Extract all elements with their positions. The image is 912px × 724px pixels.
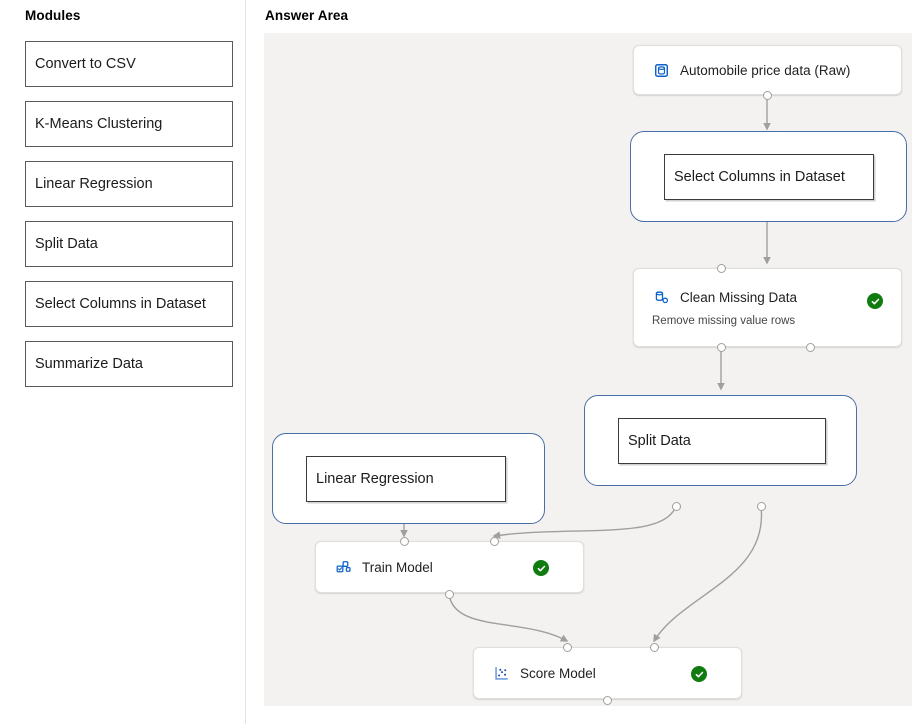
port-clean-missing-data-output-left[interactable] — [717, 343, 726, 352]
module-item-label: K-Means Clustering — [35, 116, 163, 132]
node-score-model[interactable]: Score Model — [473, 647, 742, 699]
node-title: Clean Missing Data — [680, 290, 798, 305]
modules-panel-title: Modules — [25, 8, 81, 23]
node-title: Score Model — [520, 666, 596, 681]
modules-list: Convert to CSV K-Means Clustering Linear… — [25, 41, 233, 401]
answer-area-title: Answer Area — [265, 8, 349, 23]
panel-divider — [245, 0, 246, 724]
node-clean-missing-data[interactable]: Clean Missing Data Remove missing value … — [633, 268, 902, 347]
check-circle-icon — [871, 298, 879, 304]
node-content: Score Model — [474, 648, 741, 698]
clean-data-icon — [652, 288, 670, 306]
module-item-convert-to-csv[interactable]: Convert to CSV — [25, 41, 233, 87]
dropzone-select-columns-in-dataset[interactable]: Select Columns in Dataset — [630, 131, 907, 222]
node-train-model[interactable]: Train Model — [315, 541, 584, 593]
dropzone-module-chip[interactable]: Split Data — [618, 418, 826, 464]
dropzone-split-data[interactable]: Split Data — [584, 395, 857, 486]
module-item-select-columns-in-dataset[interactable]: Select Columns in Dataset — [25, 281, 233, 327]
status-badge — [867, 293, 883, 309]
score-model-icon — [492, 664, 510, 682]
answer-area-canvas[interactable]: Automobile price data (Raw) Select Colum… — [264, 33, 912, 706]
node-content: Clean Missing Data Remove missing value … — [634, 269, 901, 346]
check-circle-icon — [695, 671, 703, 677]
port-clean-missing-data-output-right[interactable] — [806, 343, 815, 352]
module-item-label: Summarize Data — [35, 356, 143, 372]
status-badge — [691, 666, 707, 682]
node-title: Automobile price data (Raw) — [680, 63, 851, 78]
module-item-label: Split Data — [35, 236, 98, 252]
port-dataset-output[interactable] — [763, 91, 772, 100]
port-split-data-output-left[interactable] — [672, 502, 681, 511]
module-item-summarize-data[interactable]: Summarize Data — [25, 341, 233, 387]
node-automobile-price-data[interactable]: Automobile price data (Raw) — [633, 45, 902, 95]
port-train-model-input-right[interactable] — [490, 537, 499, 546]
module-item-split-data[interactable]: Split Data — [25, 221, 233, 267]
database-icon — [652, 61, 670, 79]
port-score-model-input-right[interactable] — [650, 643, 659, 652]
dropzone-linear-regression[interactable]: Linear Regression — [272, 433, 545, 524]
dropzone-module-label: Split Data — [628, 433, 691, 449]
port-score-model-input-left[interactable] — [563, 643, 572, 652]
port-train-model-input-left[interactable] — [400, 537, 409, 546]
dropzone-module-label: Select Columns in Dataset — [674, 169, 845, 185]
train-model-icon — [334, 558, 352, 576]
dropzone-module-chip[interactable]: Select Columns in Dataset — [664, 154, 874, 200]
module-item-label: Linear Regression — [35, 176, 153, 192]
check-circle-icon — [537, 565, 545, 571]
module-item-label: Select Columns in Dataset — [35, 296, 206, 312]
status-badge — [533, 560, 549, 576]
dropzone-module-chip[interactable]: Linear Regression — [306, 456, 506, 502]
module-item-linear-regression[interactable]: Linear Regression — [25, 161, 233, 207]
dropzone-module-label: Linear Regression — [316, 471, 434, 487]
port-train-model-output[interactable] — [445, 590, 454, 599]
node-content: Train Model — [316, 542, 583, 592]
port-score-model-output[interactable] — [603, 696, 612, 705]
module-item-label: Convert to CSV — [35, 56, 136, 72]
port-split-data-output-right[interactable] — [757, 502, 766, 511]
module-item-k-means-clustering[interactable]: K-Means Clustering — [25, 101, 233, 147]
node-subtitle: Remove missing value rows — [652, 315, 796, 327]
modules-panel: Modules Convert to CSV K-Means Clusterin… — [0, 0, 245, 724]
port-clean-missing-data-input[interactable] — [717, 264, 726, 273]
node-title: Train Model — [362, 560, 433, 575]
node-content: Automobile price data (Raw) — [634, 46, 901, 94]
